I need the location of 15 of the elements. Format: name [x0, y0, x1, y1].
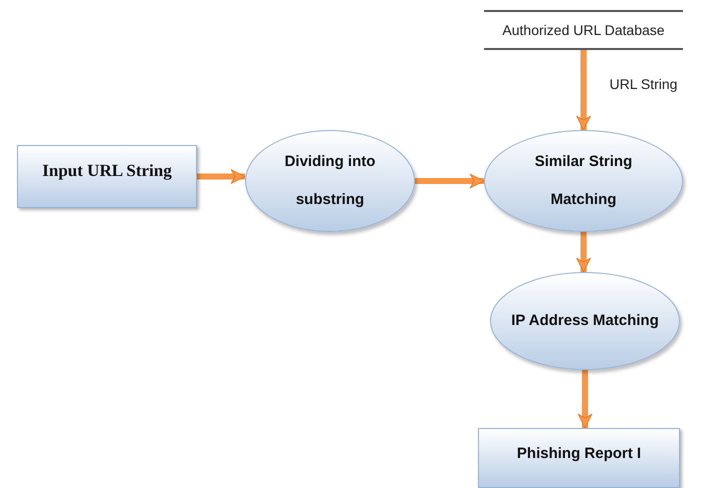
arrow [415, 174, 484, 188]
data-store [484, 10, 683, 50]
node-label: IP Address Matching [511, 311, 659, 331]
process-box [478, 428, 680, 488]
arrow [197, 169, 246, 184]
node-label: Dividing into substring [284, 152, 376, 210]
node-label: Phishing Report I [516, 444, 642, 464]
arrow [578, 370, 592, 428]
node-label: Input URL String [42, 160, 172, 182]
edge-label: URL String [610, 76, 678, 92]
arrow [576, 50, 591, 130]
process-box [17, 145, 197, 208]
arrow [576, 232, 591, 272]
node-label: Authorized URL Database [502, 22, 665, 38]
node-label: Similar String Matching [534, 152, 634, 210]
